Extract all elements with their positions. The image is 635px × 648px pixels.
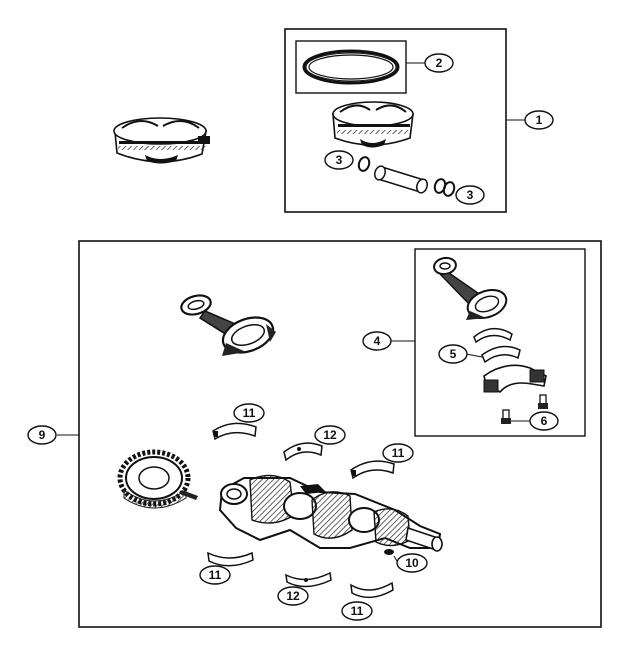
callout-3-right: 3 (455, 185, 485, 205)
callout-5: 5 (438, 344, 468, 364)
main-bearing-upper-1 (212, 422, 257, 441)
callout-4: 4 (362, 331, 392, 351)
svg-text:12: 12 (286, 589, 300, 603)
piston-rings (302, 49, 400, 85)
callout-11-b: 11 (382, 443, 414, 463)
callout-11-d: 11 (341, 601, 373, 621)
thrust-bearing-upper (283, 442, 323, 462)
crankshaft-plug (384, 549, 394, 555)
callout-2: 2 (424, 53, 454, 73)
snap-ring-right-b (442, 181, 456, 197)
svg-text:11: 11 (209, 568, 222, 582)
rod-cap (483, 364, 547, 394)
svg-text:9: 9 (39, 428, 46, 442)
crankshaft (218, 474, 443, 552)
connecting-rod (180, 294, 276, 356)
main-bearing-lower-1 (207, 551, 254, 567)
callout-11-a: 11 (233, 403, 265, 423)
main-bearing-upper-2 (350, 460, 395, 480)
rod-bearing-upper (473, 328, 513, 344)
svg-text:5: 5 (450, 347, 457, 361)
connecting-rod-kit (433, 256, 508, 320)
snap-ring-left (357, 156, 371, 172)
svg-text:10: 10 (405, 556, 419, 570)
svg-text:3: 3 (467, 188, 474, 202)
main-bearing-lower-2 (350, 581, 394, 599)
callout-12-a: 12 (314, 425, 346, 445)
rod-bearing-lower (481, 345, 521, 364)
svg-text:11: 11 (351, 604, 364, 618)
callout-1: 1 (524, 110, 554, 130)
svg-text:12: 12 (323, 428, 337, 442)
crankshaft-key (180, 490, 198, 500)
callout-9: 9 (27, 425, 57, 445)
piston-pin (374, 165, 428, 194)
svg-text:11: 11 (392, 446, 405, 460)
svg-text:11: 11 (243, 406, 256, 420)
piston-in-assembly (332, 101, 414, 148)
callout-3-left: 3 (324, 150, 354, 170)
thrust-bearing-lower (285, 571, 332, 588)
svg-text:1: 1 (536, 113, 543, 127)
rod-bolt-b (501, 409, 511, 424)
svg-text:4: 4 (374, 334, 381, 348)
svg-text:3: 3 (336, 153, 343, 167)
svg-text:2: 2 (436, 56, 443, 70)
crankshaft-assembly-box (78, 240, 602, 628)
connecting-rod-kit-box (414, 248, 586, 437)
callout-11-c: 11 (199, 565, 231, 585)
crankshaft-gear (117, 449, 191, 509)
callout-12-b: 12 (277, 586, 309, 606)
rod-bolt-a (538, 394, 548, 409)
piston-rings-box (295, 40, 407, 94)
callout-10: 10 (396, 553, 428, 573)
callout-6: 6 (529, 411, 559, 431)
svg-text:6: 6 (541, 414, 548, 428)
piston-standalone (113, 117, 210, 164)
